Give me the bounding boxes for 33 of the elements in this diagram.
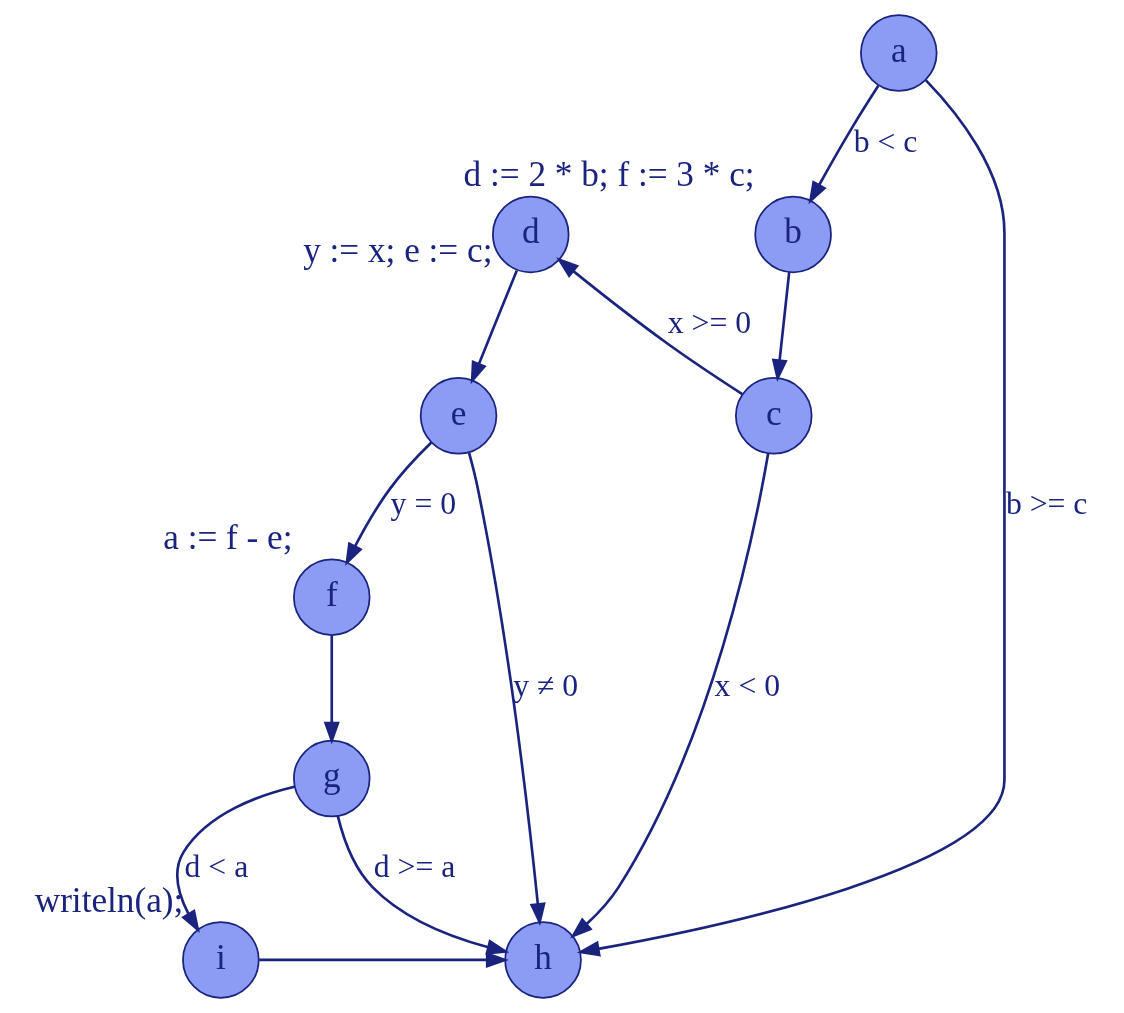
arrow — [556, 257, 743, 396]
node-circle: i — [182, 921, 260, 999]
edge-label: b < c — [853, 123, 918, 159]
arrow — [771, 272, 791, 383]
node-label: d := 2 * b; f := 3 * c; — [463, 155, 755, 195]
arrow — [570, 453, 770, 939]
arrow — [345, 441, 433, 566]
node-label: y := x; e := c; — [303, 230, 493, 270]
node-circle: h — [504, 921, 582, 999]
node-circle: e — [419, 377, 498, 455]
node-circle: g — [293, 739, 371, 818]
edge-label: y ≠ 0 — [513, 667, 579, 703]
edge-label: x >= 0 — [667, 304, 752, 340]
node-circle: a — [860, 14, 938, 92]
arrow — [176, 785, 295, 933]
node-label: writeln(a); — [34, 880, 184, 920]
edge-label: d < a — [184, 849, 249, 884]
arrow — [323, 635, 340, 745]
node-circle: c — [735, 377, 813, 455]
arrow — [259, 951, 509, 968]
node-label: a := f - e; — [163, 517, 293, 557]
arrow — [576, 79, 1006, 957]
edge-label: x < 0 — [714, 667, 781, 703]
arrow — [336, 816, 510, 955]
arrow — [470, 270, 519, 385]
node-circle: f — [293, 558, 371, 636]
node-circle: d — [492, 195, 570, 274]
edge-label: d >= a — [373, 849, 456, 884]
node-circle: b — [754, 195, 832, 274]
arrow — [467, 452, 546, 926]
arrow — [808, 85, 880, 205]
edge-label: b >= c — [1005, 486, 1088, 522]
edge-label: y = 0 — [390, 486, 457, 522]
